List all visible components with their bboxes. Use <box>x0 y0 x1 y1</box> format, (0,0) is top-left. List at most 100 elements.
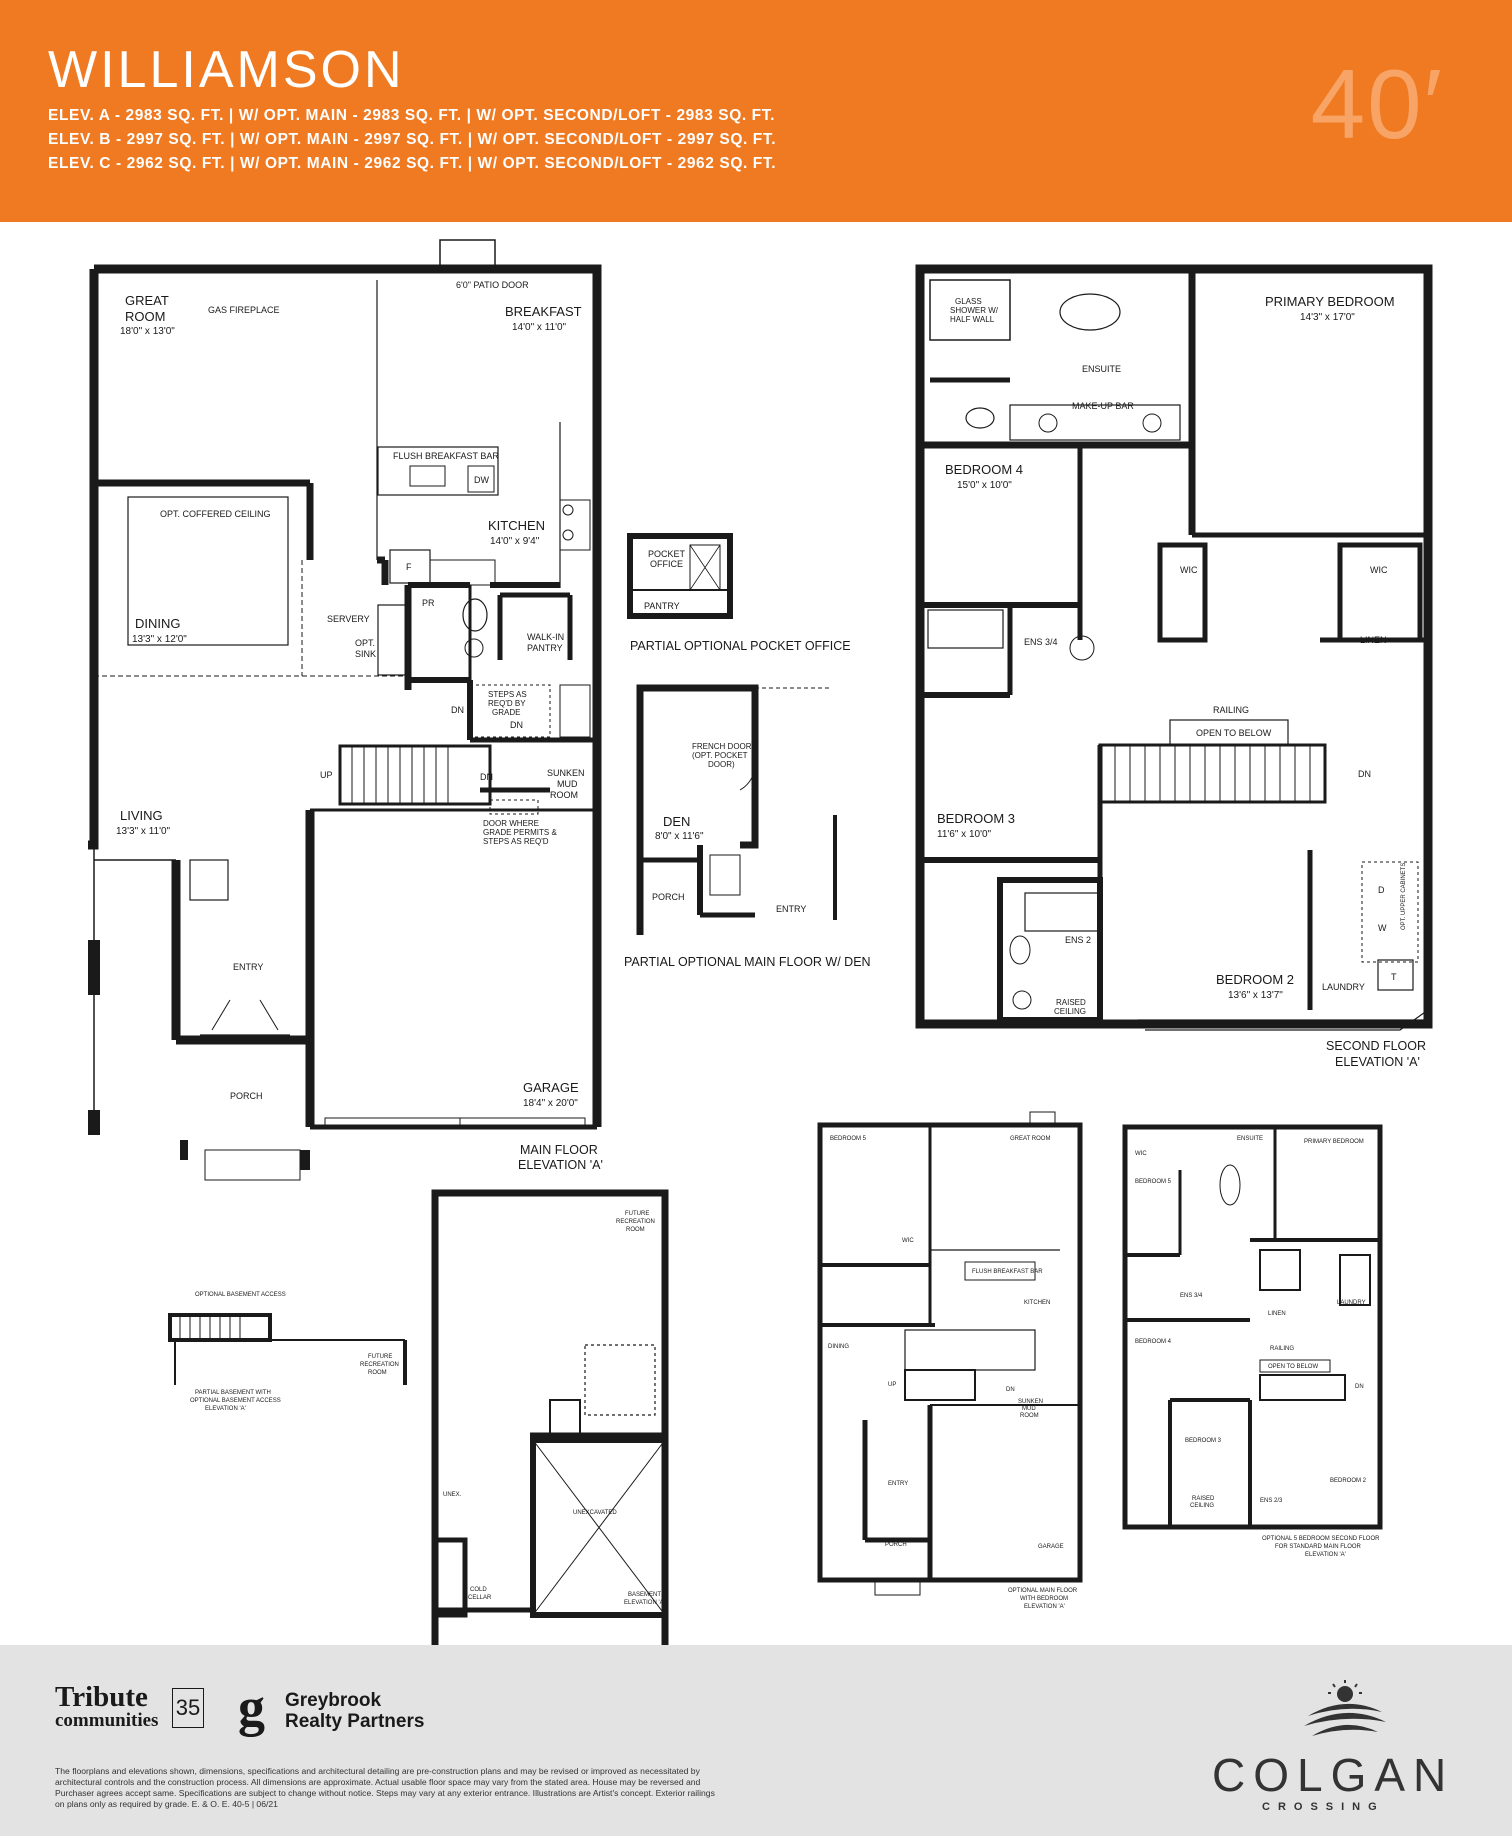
bedroom-4-dim: 15'0" x 10'0" <box>957 480 1012 491</box>
basement-future-label-3: ROOM <box>626 1227 645 1233</box>
partial-basement-plan <box>168 1313 407 1385</box>
up-label: UP <box>320 770 333 780</box>
living-label: LIVING <box>120 808 163 823</box>
den-dim: 8'0" x 11'6" <box>655 831 704 842</box>
opt-bedroom5-label: BEDROOM 5 <box>830 1136 867 1142</box>
walkin-pantry-label: WALK-IN <box>527 632 564 642</box>
opt5-dn-label: DN <box>1355 1384 1364 1390</box>
opt5-railing-label: RAILING <box>1270 1346 1294 1352</box>
laundry-label: LAUNDRY <box>1322 982 1365 992</box>
opt-up-label: UP <box>888 1382 896 1388</box>
coffered-label: OPT. COFFERED CEILING <box>160 509 271 519</box>
opt-sink-label-2: SINK <box>355 649 376 659</box>
opt5-bedroom4-label: BEDROOM 4 <box>1135 1339 1172 1345</box>
opt-main-caption-2: WITH BEDROOM <box>1020 1596 1068 1602</box>
down-label-3: DN <box>480 772 493 782</box>
unexcavated-label: UNEXCAVATED <box>573 1510 617 1516</box>
main-floor-caption-2: ELEVATION 'A' <box>518 1158 603 1172</box>
down-label: DN <box>451 705 464 715</box>
washer-label: W <box>1378 923 1387 933</box>
door-grade-label-3: STEPS AS REQ'D <box>483 837 549 846</box>
pocket-pantry-label: PANTRY <box>644 601 680 611</box>
sunken-mud-label-3: ROOM <box>550 790 578 800</box>
opt5-bedroom3-label: BEDROOM 3 <box>1185 1438 1222 1444</box>
opt-room-label: ROOM <box>1020 1413 1039 1419</box>
greybrook-logo: Greybrook Realty Partners <box>285 1690 424 1732</box>
opt-entry-label: ENTRY <box>888 1481 908 1487</box>
open-below-label: OPEN TO BELOW <box>1196 728 1272 738</box>
opt-main-caption: OPTIONAL MAIN FLOOR <box>1008 1588 1078 1594</box>
elevation-c-area: ELEV. C - 2962 SQ. FT. | W/ OPT. MAIN - … <box>48 155 777 172</box>
opt5-laundry-label: LAUNDRY <box>1337 1300 1366 1306</box>
tribute-name: Tribute <box>55 1681 148 1713</box>
opt5-bedroom5-label: BEDROOM 5 <box>1135 1179 1172 1185</box>
raised-ceiling-label-2: CEILING <box>1054 1007 1086 1016</box>
basement-plan <box>431 1189 669 1645</box>
opt-main-caption-3: ELEVATION 'A' <box>1024 1604 1065 1610</box>
linen-label: LINEN <box>1360 635 1387 645</box>
steps-label-3: GRADE <box>492 708 520 717</box>
opt-sunken-label: SUNKEN <box>1018 1399 1043 1405</box>
elevation-b-area: ELEV. B - 2997 SQ. FT. | W/ OPT. MAIN - … <box>48 131 777 148</box>
den-entry-label: ENTRY <box>776 904 806 914</box>
gas-fireplace-label: GAS FIREPLACE <box>208 305 280 315</box>
den-label: DEN <box>663 814 690 829</box>
great-room-label-2: ROOM <box>125 309 165 324</box>
opt5-linen-label: LINEN <box>1268 1311 1286 1317</box>
entry-label: ENTRY <box>233 962 263 972</box>
partial-basement-caption-3: ELEVATION 'A' <box>205 1406 246 1412</box>
partial-basement-caption-2: OPTIONAL BASEMENT ACCESS <box>190 1398 281 1404</box>
pocket-office-plan <box>627 533 733 619</box>
opt-dining-label: DINING <box>828 1344 849 1350</box>
greybrook-g-icon: g <box>238 1677 265 1737</box>
primary-bedroom-label: PRIMARY BEDROOM <box>1265 294 1395 309</box>
opt5-open-below-label: OPEN TO BELOW <box>1268 1364 1318 1370</box>
garage-label: GARAGE <box>523 1080 579 1095</box>
opt-porch-label: PORCH <box>885 1542 907 1548</box>
breakfast-dim: 14'0" x 11'0" <box>512 322 567 333</box>
bedroom-4-label: BEDROOM 4 <box>945 462 1023 477</box>
greybrook-name: Greybrook <box>285 1690 382 1711</box>
railing-label: RAILING <box>1213 705 1249 715</box>
opt5-bedroom2-label: BEDROOM 2 <box>1330 1478 1367 1484</box>
tribute-communities: communities <box>55 1710 159 1731</box>
down-label-2: DN <box>510 720 523 730</box>
second-floor-caption-2: ELEVATION 'A' <box>1335 1055 1420 1069</box>
elevation-a-area: ELEV. A - 2983 SQ. FT. | W/ OPT. MAIN - … <box>48 107 775 124</box>
kitchen-dim: 14'0" x 9'4" <box>490 536 540 547</box>
opt5-raised-label: RAISED <box>1192 1496 1215 1502</box>
opt-upper-cabinets-label: OPT. UPPER CABINETS <box>1401 863 1407 930</box>
partial-future-label-3: ROOM <box>368 1370 387 1376</box>
colgan-wordmark: COLGAN <box>1212 1749 1455 1801</box>
dw-label: DW <box>474 475 489 485</box>
walkin-pantry-label-2: PANTRY <box>527 643 563 653</box>
crossing-wordmark: CROSSING <box>1262 1801 1385 1813</box>
second-floor-plan <box>915 264 1433 1031</box>
cold-cellar-label-2: CELLAR <box>468 1595 492 1601</box>
great-room-dim: 18'0" x 13'0" <box>120 326 175 337</box>
opt-dn-label: DN <box>1006 1387 1015 1393</box>
ens2-label: ENS 2 <box>1065 935 1091 945</box>
french-door-label-2: (OPT. POCKET <box>692 751 748 760</box>
flush-bar-label: FLUSH BREAKFAST BAR <box>393 451 499 461</box>
opt-mud-label: MUD <box>1022 1406 1036 1412</box>
patio-door-label: 6'0" PATIO DOOR <box>456 280 529 290</box>
pocket-office-label: POCKET <box>648 549 686 559</box>
basement-caption: BASEMENT <box>628 1592 661 1598</box>
opt-garage-label: GARAGE <box>1038 1544 1064 1550</box>
floor-plans: GREAT ROOM 18'0" x 13'0" GAS FIREPLACE 6… <box>88 239 1433 1645</box>
glass-shower-label-2: SHOWER W/ <box>950 306 999 315</box>
disclaimer: The floorplans and elevations shown, dim… <box>55 1766 715 1809</box>
dining-label: DINING <box>135 616 181 631</box>
footer <box>0 1645 1512 1836</box>
makeup-bar-label: MAKE-UP BAR <box>1072 401 1134 411</box>
upstairs-down-label: DN <box>1358 769 1371 779</box>
partial-basement-note: OPTIONAL BASEMENT ACCESS <box>195 1292 286 1298</box>
model-title: WILLIAMSON <box>48 41 405 99</box>
years-badge: 35 <box>172 1688 204 1728</box>
basement-caption-2: ELEVATION 'A' <box>624 1600 665 1606</box>
garage-dim: 18'4" x 20'0" <box>523 1098 578 1109</box>
ensuite-label: ENSUITE <box>1082 364 1121 374</box>
optional-main-bedroom-plan <box>817 1111 1083 1596</box>
ens34-label: ENS 3/4 <box>1024 637 1058 647</box>
